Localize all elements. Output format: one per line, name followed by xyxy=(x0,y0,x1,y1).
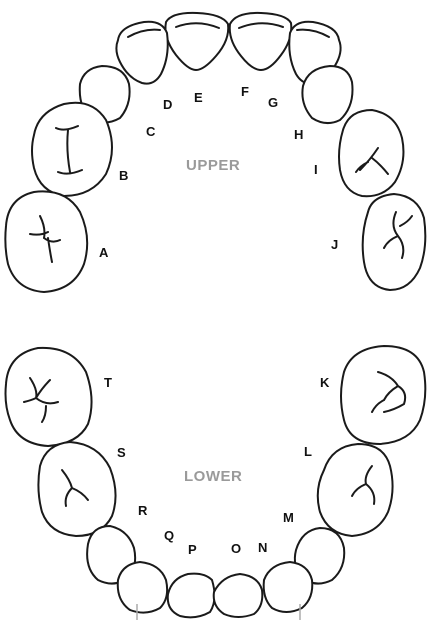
tooth-d-edge xyxy=(127,28,161,38)
tooth-g-edge xyxy=(296,28,330,38)
tooth-b xyxy=(31,101,113,198)
letter-k: K xyxy=(320,375,330,390)
tooth-q xyxy=(116,560,169,614)
letter-q: Q xyxy=(164,528,174,543)
letter-c: C xyxy=(146,124,156,139)
tooth-f-edge xyxy=(238,22,284,29)
letter-g: G xyxy=(268,95,278,110)
upper-arch xyxy=(4,11,427,294)
letter-m: M xyxy=(283,510,294,525)
tooth-t-groove xyxy=(23,377,59,423)
letter-f: F xyxy=(241,84,249,99)
lower-label: LOWER xyxy=(184,468,242,485)
letter-h: H xyxy=(294,127,303,142)
letter-a: A xyxy=(99,245,109,260)
tooth-l-groove xyxy=(351,465,376,505)
tooth-n xyxy=(262,560,314,613)
letter-b: B xyxy=(119,168,128,183)
tooth-e-edge xyxy=(175,22,220,29)
tooth-s xyxy=(37,440,117,538)
letter-l: L xyxy=(304,444,312,459)
tooth-t xyxy=(4,346,93,448)
letter-d: D xyxy=(163,97,172,112)
tooth-f xyxy=(228,11,293,72)
upper-label: UPPER xyxy=(186,157,240,174)
tooth-e xyxy=(164,11,230,72)
letter-o: O xyxy=(231,541,241,556)
tooth-i xyxy=(338,108,405,198)
tooth-h xyxy=(301,64,354,124)
letter-n: N xyxy=(258,540,267,555)
upper-letters: A B C D E F G H I J xyxy=(99,84,338,260)
letter-r: R xyxy=(138,503,148,518)
tooth-p xyxy=(166,572,216,619)
letter-p: P xyxy=(188,542,197,557)
letter-i: I xyxy=(314,162,318,177)
tooth-k xyxy=(340,344,427,446)
tooth-a xyxy=(4,190,89,294)
tooth-i-groove xyxy=(355,147,389,175)
letter-s: S xyxy=(117,445,126,460)
lower-arch xyxy=(4,344,427,620)
lower-letters: K L M N O P Q R S T xyxy=(104,375,330,557)
tooth-j xyxy=(361,192,427,292)
tooth-a-groove xyxy=(29,215,61,263)
letter-j: J xyxy=(331,237,338,252)
letter-e: E xyxy=(194,90,203,105)
tooth-j-groove xyxy=(383,211,413,259)
tooth-o xyxy=(212,572,264,618)
tooth-s-groove xyxy=(61,469,89,507)
tooth-b-groove xyxy=(55,125,83,175)
letter-t: T xyxy=(104,375,112,390)
tooth-k-groove xyxy=(371,371,407,413)
